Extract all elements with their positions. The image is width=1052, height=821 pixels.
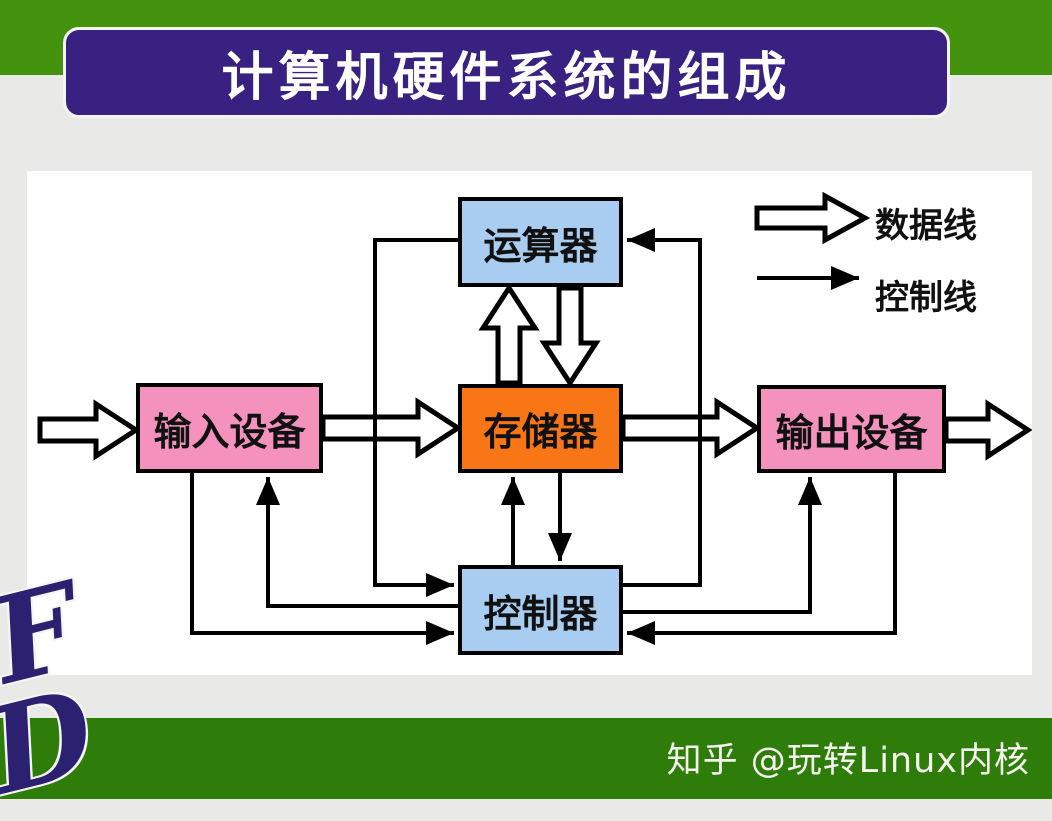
control-line-controller-to-input xyxy=(256,477,458,608)
node-output-device: 输出设备 xyxy=(757,385,946,473)
legend-data-line-label: 数据线 xyxy=(875,206,977,246)
node-input-device: 输入设备 xyxy=(136,383,323,473)
data-arrow-memory-to-output xyxy=(620,397,762,459)
data-arrow-into-input xyxy=(37,399,141,461)
logo-letter-d: D xyxy=(0,661,108,821)
node-controller-label: 控制器 xyxy=(483,590,598,636)
watermark-text: 知乎 @玩转Linux内核 xyxy=(666,741,1030,781)
node-controller: 控制器 xyxy=(458,565,623,655)
node-input-label: 输入设备 xyxy=(153,408,306,454)
control-line-alu-to-controller xyxy=(373,238,458,597)
node-output-label: 输出设备 xyxy=(775,409,928,455)
node-alu: 运算器 xyxy=(458,197,623,287)
data-arrow-input-to-memory xyxy=(320,397,463,459)
bottom-green-band: 知乎 @玩转Linux内核 xyxy=(0,718,1052,799)
control-line-controller-to-output xyxy=(623,477,822,614)
data-arrow-alu-to-memory xyxy=(539,285,601,388)
data-arrow-memory-to-alu xyxy=(478,283,540,386)
corner-logo: F D xyxy=(0,556,108,821)
control-line-input-to-controller xyxy=(190,473,454,645)
data-arrow-output-to-edge xyxy=(943,399,1032,461)
page-title: 计算机硬件系统的组成 xyxy=(221,48,792,108)
legend-data-line-symbol xyxy=(754,191,871,245)
control-line-output-to-controller xyxy=(627,473,897,645)
node-alu-label: 运算器 xyxy=(483,222,598,268)
node-memory-label: 存储器 xyxy=(483,409,598,454)
diagram-panel: 运算器 存储器 控制器 输入设备 输出设备 数据线 控制线 xyxy=(27,171,1032,675)
node-memory: 存储器 xyxy=(458,384,623,473)
control-line-controller-to-alu xyxy=(623,228,702,587)
legend-control-line-label: 控制线 xyxy=(875,278,977,318)
title-banner: 计算机硬件系统的组成 xyxy=(63,27,950,118)
diagram-canvas xyxy=(37,191,1032,645)
